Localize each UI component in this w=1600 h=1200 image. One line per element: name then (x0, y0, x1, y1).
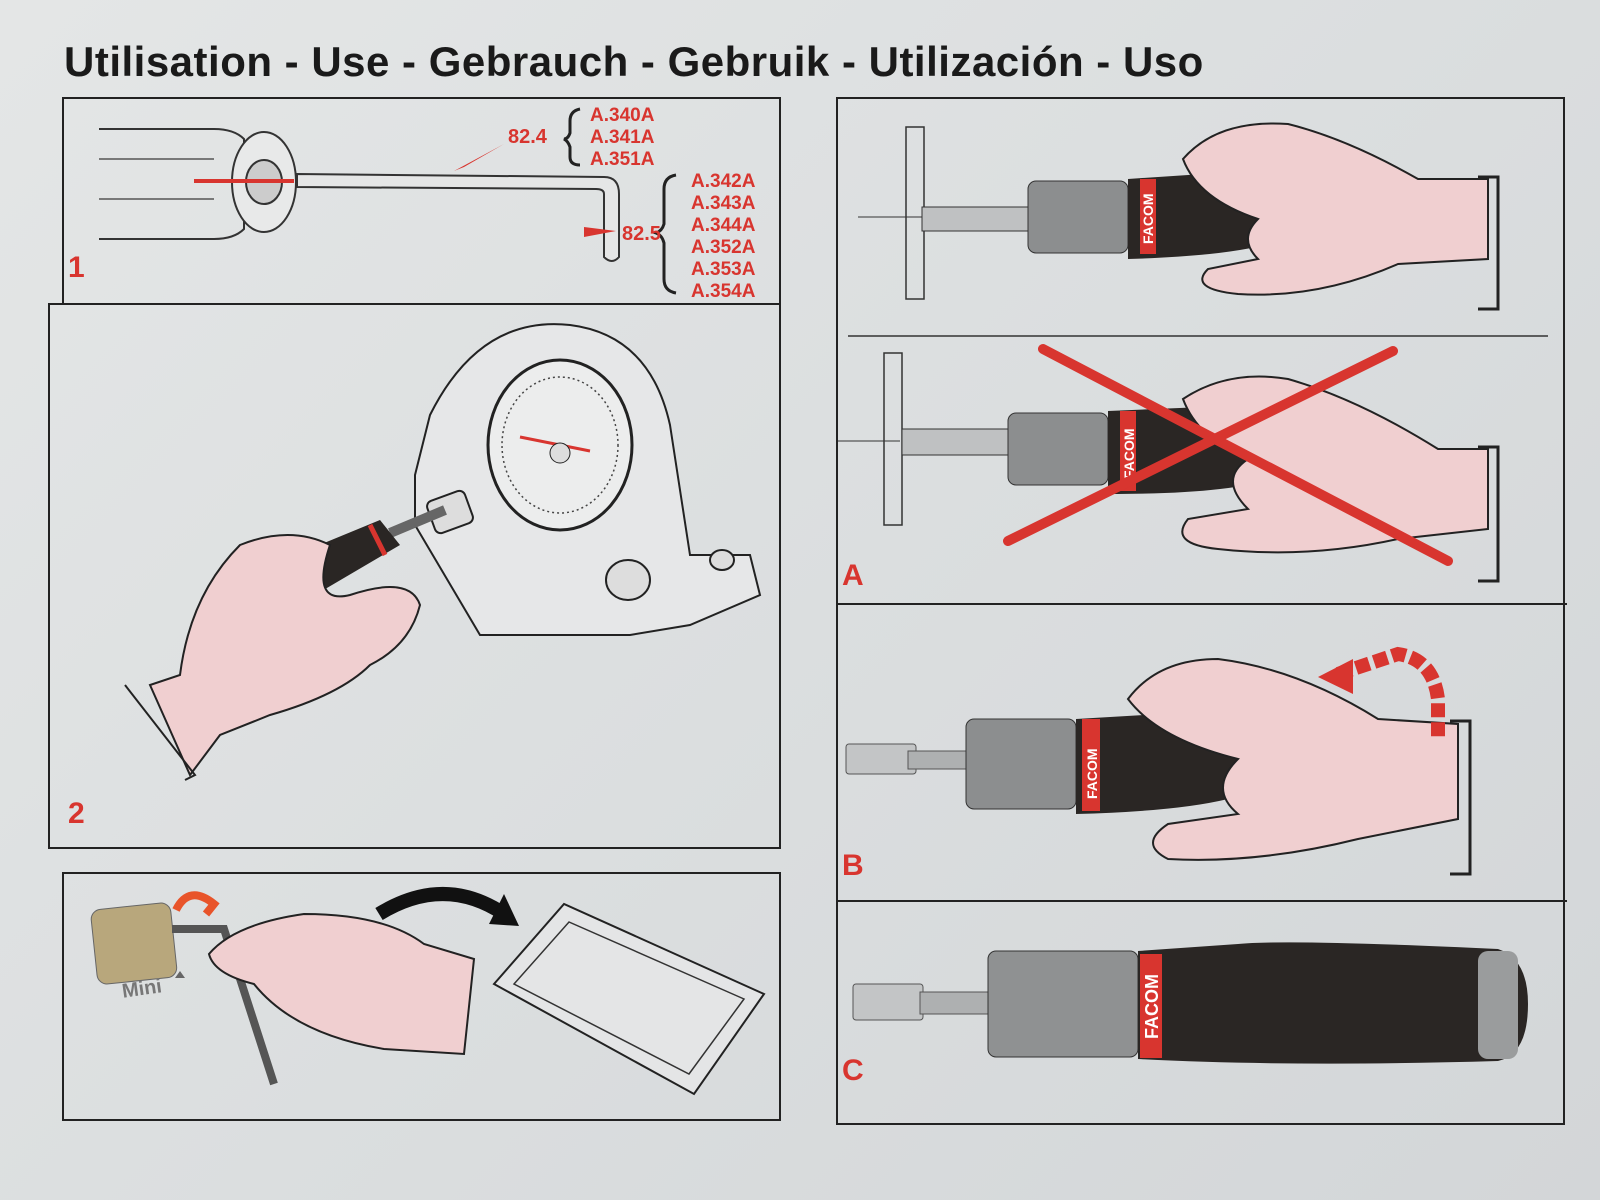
code: A.344A (691, 215, 756, 236)
step-number: 2 (68, 797, 85, 830)
page-title: Utilisation - Use - Gebrauch - Gebruik -… (64, 38, 1204, 85)
code: A.351A (590, 149, 655, 170)
code: A.352A (691, 237, 756, 258)
step-1-panel: 82.4 A.340A A.341A A.351A 82.5 A.342A A.… (62, 97, 781, 305)
code: A.341A (590, 127, 655, 148)
brand-logo: FACOM (1140, 193, 1156, 244)
brand-logo: FACOM (1084, 748, 1100, 799)
label-c: C (842, 1054, 864, 1087)
right-panel: FACOM FACOM FACOM FACOM (836, 97, 1567, 1125)
storage-illustration (90, 887, 766, 1096)
brand-logo: FACOM (1142, 974, 1162, 1039)
step-2-panel: 2 (48, 303, 781, 849)
code: A.343A (691, 193, 756, 214)
code-list-82-5: A.342A A.343A A.344A A.352A A.353A A.354… (691, 171, 755, 303)
screwdriver-usage-illustrations: FACOM FACOM FACOM FACOM (838, 122, 1567, 1064)
value-82-4: 82.4 (508, 126, 547, 148)
hex-key-socket-illustration (99, 107, 677, 295)
code: A.354A (691, 281, 756, 302)
label-b: B (842, 849, 864, 882)
code: A.342A (691, 171, 756, 192)
step-number: 1 (68, 251, 85, 284)
code-list-82-4: A.340A A.341A A.351A (590, 105, 654, 171)
label-a: A (842, 559, 864, 592)
step-3-panel: Mini (62, 872, 781, 1121)
torque-tester-illustration (124, 323, 762, 781)
value-82-5: 82.5 (622, 223, 661, 245)
code: A.353A (691, 259, 756, 280)
brand-logo: FACOM (1121, 428, 1137, 479)
code: A.340A (590, 105, 655, 126)
